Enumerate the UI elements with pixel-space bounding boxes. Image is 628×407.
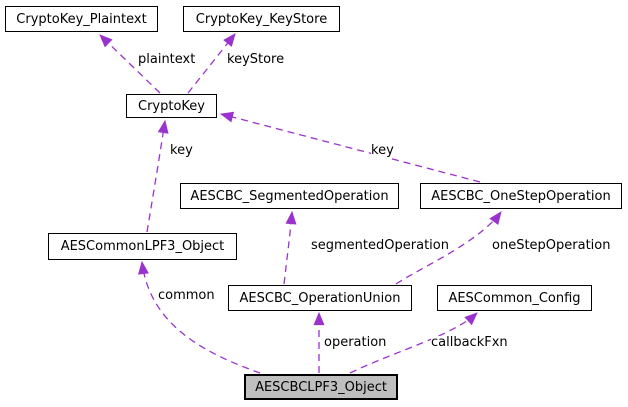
- edge-keystore-line: [187, 33, 236, 94]
- node-aescbc-segmentedoperation[interactable]: AESCBC_SegmentedOperation: [180, 183, 399, 209]
- edge-label-keystore: keyStore: [227, 52, 285, 67]
- edge-key-left-line: [146, 119, 169, 233]
- edge-label-onestep-operation: oneStepOperation: [492, 238, 611, 253]
- edge-plaintext-line: [99, 34, 161, 94]
- edge-label-operation: operation: [324, 335, 387, 350]
- node-cryptokey-keystore[interactable]: CryptoKey_KeyStore: [183, 6, 340, 32]
- node-cryptokey-plaintext[interactable]: CryptoKey_Plaintext: [5, 6, 158, 32]
- edge-label-key-right: key: [371, 143, 394, 158]
- node-aescbclpf3-object: AESCBCLPF3_Object: [244, 374, 398, 400]
- edge-key-right-line: [219, 111, 481, 183]
- edge-label-key-left: key: [170, 143, 193, 158]
- edge-label-callback-fxn: callbackFxn: [431, 335, 508, 350]
- node-cryptokey[interactable]: CryptoKey: [126, 94, 217, 118]
- edge-segmented-operation-line: [283, 210, 297, 285]
- edge-common-line: [138, 260, 261, 374]
- edge-label-plaintext: plaintext: [138, 52, 196, 67]
- edge-label-common: common: [158, 288, 215, 303]
- node-aescbc-operationunion[interactable]: AESCBC_OperationUnion: [228, 285, 412, 311]
- edge-callback-fxn-line: [349, 312, 478, 374]
- node-aescommonlpf3-object[interactable]: AESCommonLPF3_Object: [48, 233, 237, 260]
- edge-label-segmented-operation: segmentedOperation: [311, 238, 449, 253]
- node-aescbc-onestepoperation[interactable]: AESCBC_OneStepOperation: [420, 183, 622, 209]
- edge-onestep-operation-line: [395, 211, 502, 285]
- node-aescommon-config[interactable]: AESCommon_Config: [437, 285, 592, 311]
